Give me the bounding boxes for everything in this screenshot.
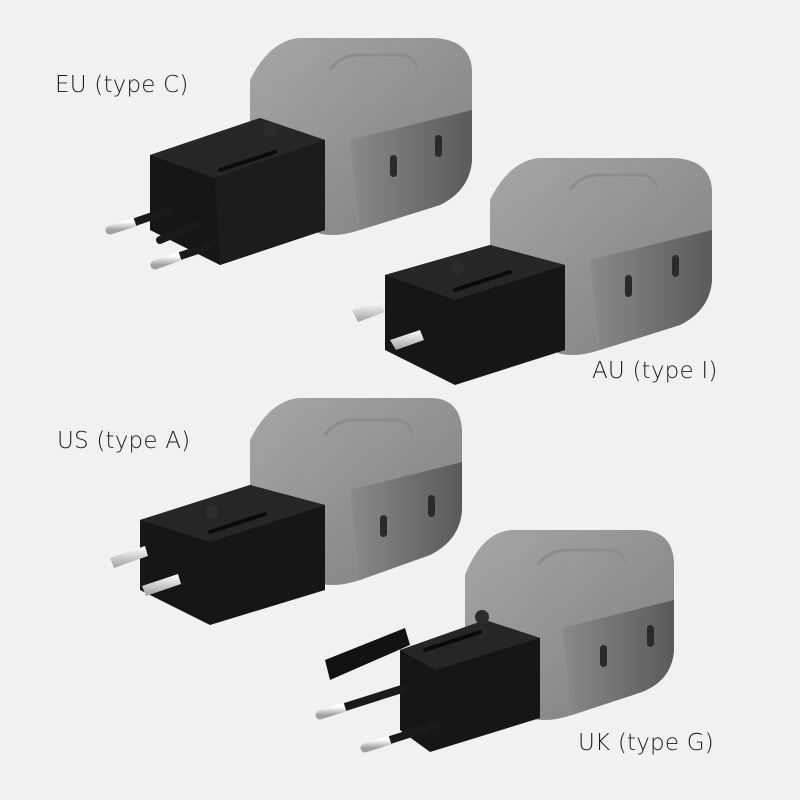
usb-c-port-icon <box>390 155 397 177</box>
adapter-au <box>340 150 740 410</box>
usb-c-port-icon <box>380 515 387 537</box>
eu-adapter-illustration <box>105 38 472 270</box>
au-adapter-illustration <box>352 158 712 385</box>
label-uk: UK (type G) <box>578 730 714 756</box>
us-adapter-illustration <box>110 398 462 625</box>
usb-c-port-icon <box>428 495 435 517</box>
uk-adapter-illustration <box>315 530 674 753</box>
label-us: US (type A) <box>57 428 191 454</box>
usb-c-port-icon <box>672 255 679 277</box>
usb-c-port-icon <box>435 135 442 157</box>
adapter-eu <box>100 30 500 290</box>
usb-c-port-icon <box>647 625 654 647</box>
label-eu: EU (type C) <box>55 72 189 98</box>
usb-c-port-icon <box>625 275 632 297</box>
usb-c-port-icon <box>600 645 607 667</box>
label-au: AU (type I) <box>592 358 718 384</box>
adapter-us <box>100 390 500 650</box>
adapter-uk <box>310 520 710 780</box>
